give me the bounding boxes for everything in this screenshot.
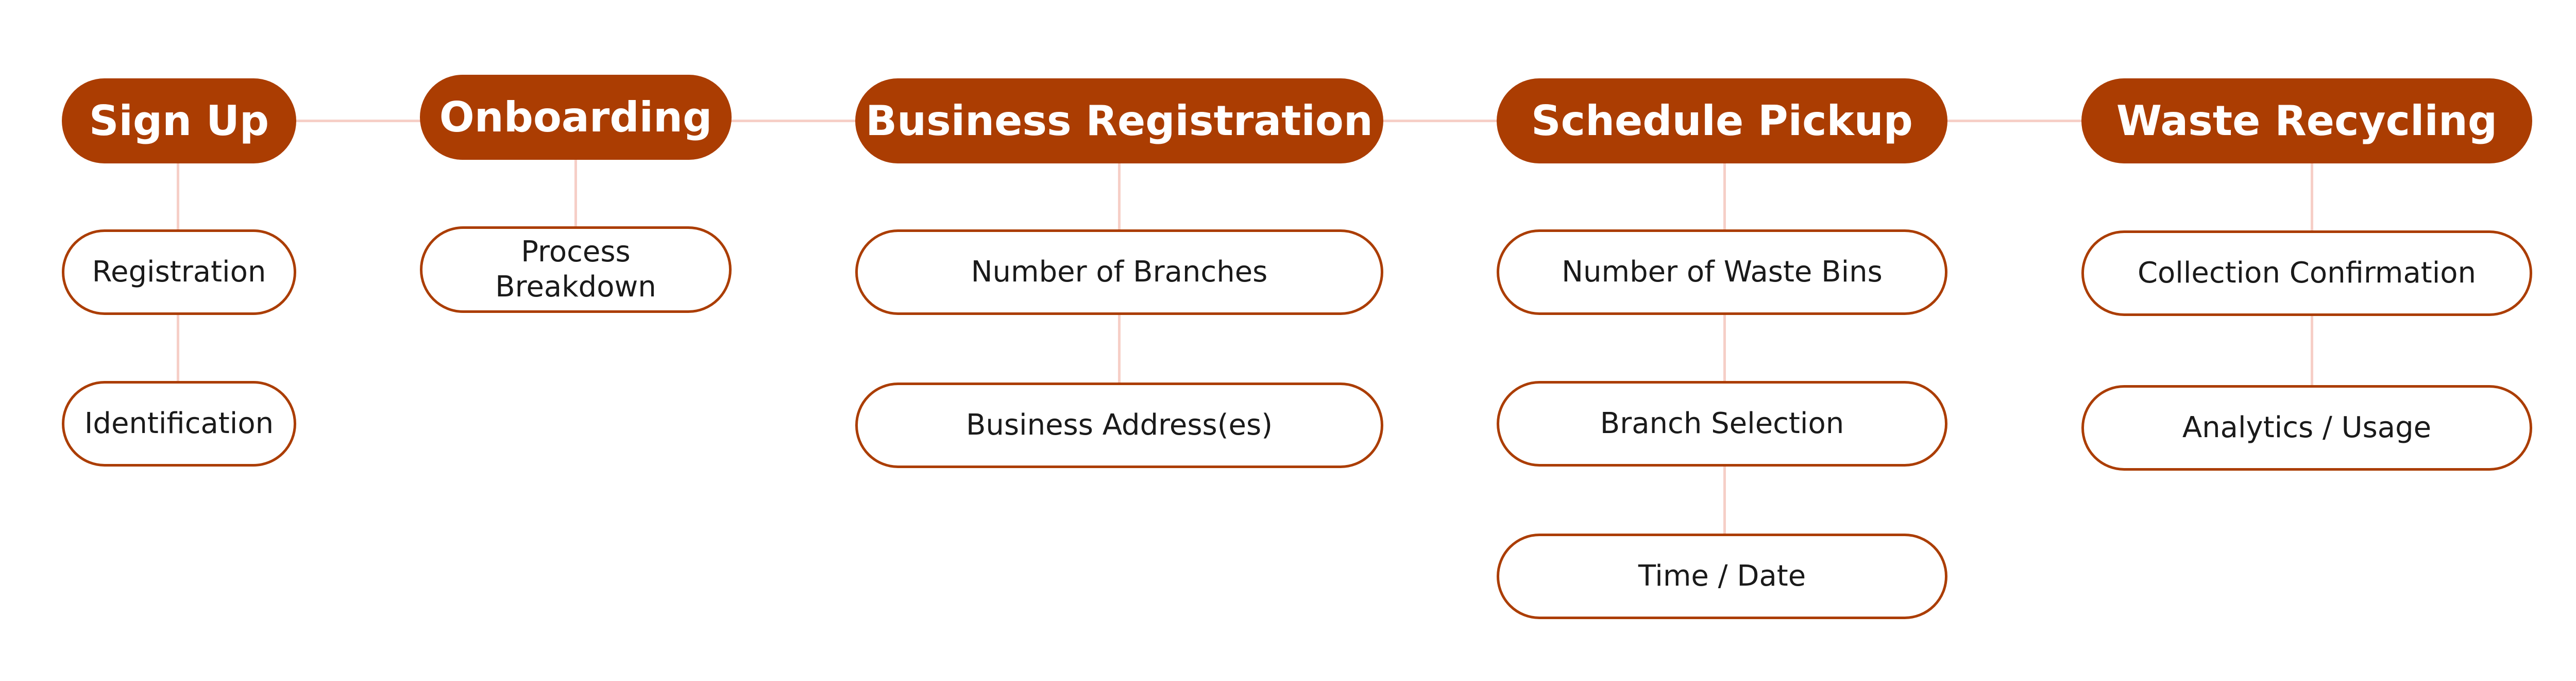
step-item-time-date: Time / Date bbox=[1497, 534, 1947, 619]
step-header-business-registration: Business Registration bbox=[855, 78, 1383, 163]
step-item-registration: Registration bbox=[62, 229, 296, 315]
step-item-label: Number of Waste Bins bbox=[1562, 255, 1883, 289]
flow-connector-signup-onboarding bbox=[294, 120, 422, 122]
flow-connector-onboarding-business bbox=[729, 120, 858, 122]
flow-connector-schedule-recycling bbox=[1945, 120, 2084, 122]
step-item-process-breakdown: Process Breakdown bbox=[420, 226, 732, 313]
step-title: Waste Recycling bbox=[2116, 97, 2498, 145]
step-item-number-of-waste-bins: Number of Waste Bins bbox=[1497, 229, 1947, 315]
step-title: Onboarding bbox=[439, 93, 713, 141]
step-item-branch-selection: Branch Selection bbox=[1497, 381, 1947, 467]
branch-connector-recycling-1 bbox=[2311, 161, 2313, 230]
step-header-waste-recycling: Waste Recycling bbox=[2081, 78, 2532, 163]
branch-connector-onboarding-1 bbox=[574, 157, 577, 226]
step-item-label: Time / Date bbox=[1638, 559, 1806, 593]
step-item-label: Identification bbox=[84, 406, 274, 440]
step-item-analytics-usage: Analytics / Usage bbox=[2081, 385, 2532, 471]
step-item-label: Branch Selection bbox=[1600, 406, 1844, 440]
step-title: Sign Up bbox=[89, 97, 269, 145]
step-header-onboarding: Onboarding bbox=[420, 75, 732, 160]
branch-connector-schedule-3 bbox=[1723, 467, 1726, 534]
step-item-label: Number of Branches bbox=[971, 255, 1268, 289]
step-item-identification: Identification bbox=[62, 381, 296, 467]
step-title: Schedule Pickup bbox=[1531, 97, 1913, 145]
step-item-collection-confirmation: Collection Confirmation bbox=[2081, 230, 2532, 316]
step-item-label: Process Breakdown bbox=[495, 235, 656, 304]
branch-connector-schedule-2 bbox=[1723, 315, 1726, 381]
step-item-number-of-branches: Number of Branches bbox=[855, 229, 1383, 315]
branch-connector-signup-1 bbox=[177, 161, 179, 229]
step-header-schedule-pickup: Schedule Pickup bbox=[1497, 78, 1947, 163]
branch-connector-business-1 bbox=[1118, 161, 1121, 229]
branch-connector-recycling-2 bbox=[2311, 316, 2313, 385]
branch-connector-schedule-1 bbox=[1723, 161, 1726, 229]
step-header-sign-up: Sign Up bbox=[62, 78, 296, 163]
step-item-label: Collection Confirmation bbox=[2137, 256, 2477, 290]
step-item-label: Analytics / Usage bbox=[2182, 410, 2432, 444]
step-item-label: Registration bbox=[92, 255, 266, 289]
step-item-business-addresses: Business Address(es) bbox=[855, 383, 1383, 468]
branch-connector-business-2 bbox=[1118, 315, 1121, 383]
step-title: Business Registration bbox=[866, 97, 1373, 145]
step-item-label: Business Address(es) bbox=[965, 408, 1273, 442]
branch-connector-signup-2 bbox=[177, 315, 179, 381]
flow-connector-business-schedule bbox=[1381, 120, 1499, 122]
